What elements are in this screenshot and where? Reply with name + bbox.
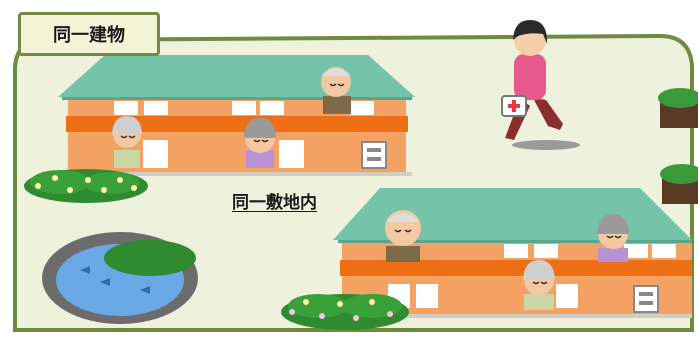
nurse-figure [501, 20, 580, 150]
elder-face [523, 260, 555, 310]
door [361, 141, 387, 169]
balcony [340, 260, 692, 276]
same-premises-label: 同一敷地内 [232, 193, 317, 213]
door [633, 285, 659, 313]
flower-bush [24, 169, 148, 203]
elder-face [112, 116, 142, 168]
elder-face [244, 118, 276, 168]
elder-face [597, 214, 629, 262]
elder-face [385, 210, 421, 262]
same-building-label: 同一建物 [18, 12, 160, 56]
planter-box [658, 88, 698, 128]
roof [58, 55, 415, 97]
pond [42, 232, 198, 324]
planter-box [660, 164, 698, 204]
building-upper [58, 55, 415, 176]
flower-bush [281, 294, 409, 330]
elder-face [321, 67, 351, 114]
balcony [66, 116, 408, 132]
